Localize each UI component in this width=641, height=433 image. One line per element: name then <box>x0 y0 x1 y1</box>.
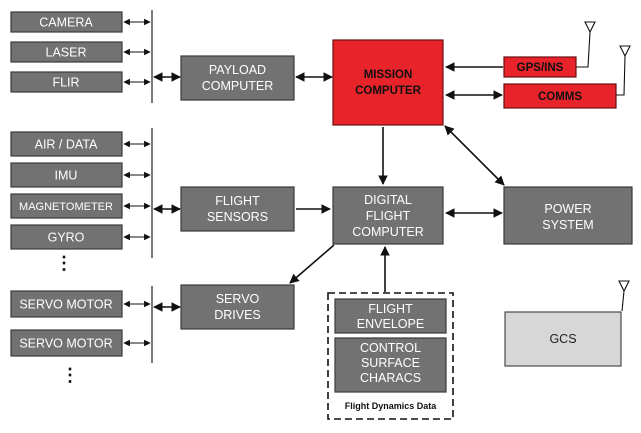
servo-motor-1-label: SERVO MOTOR <box>19 298 112 312</box>
flight-sensors: FLIGHT SENSORS <box>180 186 295 232</box>
sensor-laser-label: LASER <box>46 46 87 60</box>
servo-motor-2: SERVO MOTOR <box>10 329 123 357</box>
servo-motors-ellipsis: ⋮ <box>61 365 79 385</box>
sensor-laser: LASER <box>10 41 123 63</box>
sensor-flir: FLIR <box>10 71 123 93</box>
sensor-magnetometer-label: MAGNETOMETER <box>19 201 113 213</box>
servo-motor-1: SERVO MOTOR <box>10 290 123 318</box>
sensor-gyro: GYRO <box>10 224 123 250</box>
sensor-magnetometer: MAGNETOMETER <box>10 193 123 219</box>
sensor-air-data-label: AIR / DATA <box>35 138 98 152</box>
flight-envelope-label-1: FLIGHT <box>368 302 413 316</box>
mission-computer-label-1: MISSION <box>364 69 413 81</box>
sensor-camera-label: CAMERA <box>39 16 93 30</box>
flight-dynamics-group <box>327 292 454 420</box>
payload-computer: PAYLOAD COMPUTER <box>180 55 295 101</box>
sensor-imu: IMU <box>10 162 123 188</box>
power-system-label-2: SYSTEM <box>542 218 593 232</box>
dfc-label-1: DIGITAL <box>364 193 412 207</box>
flight-envelope: FLIGHT ENVELOPE <box>334 298 447 334</box>
flight-sensors-ellipsis: ⋮ <box>55 253 73 273</box>
dfc-servo-drives-arrow <box>289 244 335 284</box>
control-surface-characteristics: CONTROL SURFACE CHARACS <box>334 337 447 393</box>
payload-computer-label-1: PAYLOAD <box>209 63 266 77</box>
gcs-label: GCS <box>549 332 576 346</box>
gps-ins-label: GPS/INS <box>517 62 564 74</box>
mission-computer: MISSION COMPUTER <box>332 39 444 126</box>
flight-dynamics-caption: Flight Dynamics Data <box>345 401 438 411</box>
comms-antenna-icon <box>616 45 631 96</box>
power-system: POWER SYSTEM <box>503 186 633 245</box>
sensor-flir-label: FLIR <box>52 76 79 90</box>
payload-computer-label-2: COMPUTER <box>202 79 274 93</box>
flight-sensors-label-1: FLIGHT <box>215 194 260 208</box>
control-surface-label-1: CONTROL <box>360 341 421 355</box>
comms-label: COMMS <box>538 91 582 103</box>
dfc-label-3: COMPUTER <box>352 225 424 239</box>
ground-control-station: GCS <box>504 311 622 367</box>
sensor-imu-label: IMU <box>55 169 78 183</box>
sensor-camera: CAMERA <box>10 11 123 33</box>
flight-sensors-label-2: SENSORS <box>207 210 268 224</box>
comms: COMMS <box>503 83 617 109</box>
servo-drives: SERVO DRIVES <box>180 284 295 330</box>
flight-envelope-label-2: ENVELOPE <box>357 317 424 331</box>
gcs-antenna-icon <box>618 280 630 312</box>
mission-computer-label-2: COMPUTER <box>355 85 422 97</box>
gps-antenna-icon <box>576 21 596 68</box>
servo-drives-label-2: DRIVES <box>214 308 261 322</box>
servo-motor-2-label: SERVO MOTOR <box>19 337 112 351</box>
mission-power-arrow <box>444 125 505 186</box>
control-surface-label-3: CHARACS <box>360 371 421 385</box>
digital-flight-computer: DIGITAL FLIGHT COMPUTER <box>332 186 444 245</box>
gps-ins: GPS/INS <box>503 56 577 78</box>
dfc-label-2: FLIGHT <box>366 209 411 223</box>
control-surface-label-2: SURFACE <box>361 356 420 370</box>
sensor-gyro-label: GYRO <box>48 231 85 245</box>
sensor-air-data: AIR / DATA <box>10 131 123 157</box>
servo-drives-label-1: SERVO <box>216 292 260 306</box>
power-system-label-1: POWER <box>544 202 591 216</box>
